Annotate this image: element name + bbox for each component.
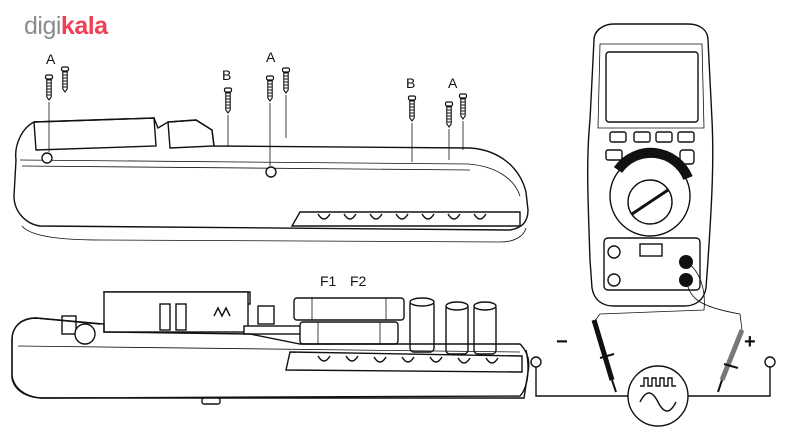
multimeter-front <box>586 23 714 307</box>
grip-ridges <box>317 213 487 220</box>
screw-icon <box>223 87 233 114</box>
logo-kala: kala <box>60 12 108 40</box>
screw-label-b-1: B <box>222 67 231 83</box>
top-case <box>13 117 529 243</box>
screw-label-a-3: A <box>448 75 458 91</box>
test-circuit <box>530 319 776 427</box>
logo-digi: digi <box>24 12 61 40</box>
screw-label-a-1: A <box>46 51 56 67</box>
polarity-plus: + <box>744 331 756 353</box>
screw-label-b-2: B <box>406 75 415 91</box>
sine-wave-icon <box>639 392 677 412</box>
fuse-label-f1: F1 <box>320 273 337 289</box>
input-jacks <box>409 297 497 355</box>
screw-icon <box>60 66 70 93</box>
screw-icon <box>265 75 275 102</box>
test-probe-icon <box>591 319 617 393</box>
terminal-minus <box>530 356 542 368</box>
test-probe-icon <box>717 329 745 393</box>
screw-icon <box>458 93 468 120</box>
lcd-display <box>605 51 699 123</box>
screw-label-a-2: A <box>266 49 276 65</box>
digikala-logo: digikala <box>24 14 108 39</box>
screw-icon <box>407 95 417 122</box>
terminal-plus <box>764 356 776 368</box>
case-screws <box>44 66 468 166</box>
screw-icon <box>444 101 454 128</box>
screw-icon <box>44 74 54 101</box>
square-wave-icon <box>640 377 676 387</box>
fuse-label-f2: F2 <box>350 273 367 289</box>
bottom-case-pcb <box>11 291 530 405</box>
fuses <box>293 297 405 345</box>
signal-source <box>627 365 689 427</box>
screw-icon <box>281 67 291 94</box>
polarity-minus: − <box>556 331 568 353</box>
